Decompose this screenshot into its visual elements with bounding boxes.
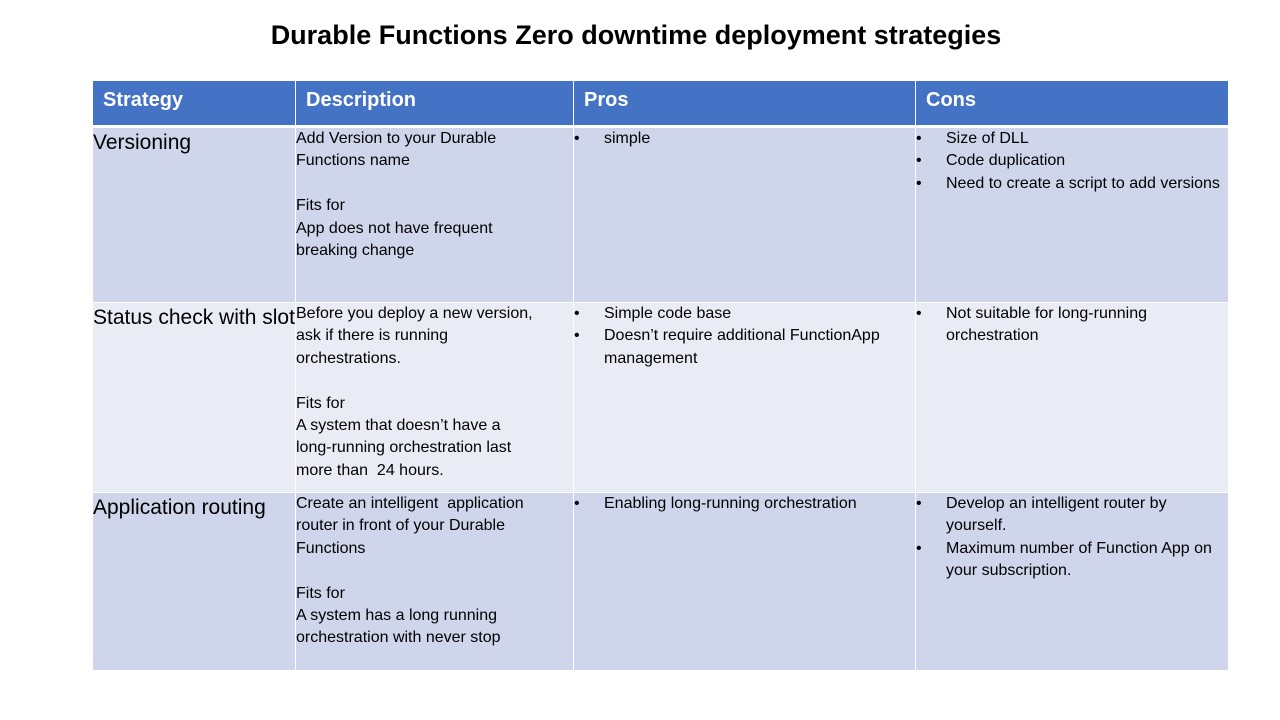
description-line: Create an intelligent application: [296, 495, 524, 512]
description-line: ask if there is running: [296, 327, 449, 345]
pros-item: • Enabling long-running orchestration: [574, 493, 915, 515]
strategy-table: Strategy Description Pros Cons Versionin…: [92, 80, 1229, 671]
cons-list: • Size of DLL • Code duplication • Need to …: [916, 128, 1228, 195]
strategy-cell: Versioning: [92, 126, 296, 303]
cons-item: • Code duplication: [916, 150, 1228, 172]
pros-item: • simple: [574, 128, 915, 150]
slide-title: Durable Functions Zero downtime deployme…: [270, 20, 1002, 50]
pros-item-text: Enabling long-running orchestration: [604, 495, 857, 512]
cons-cell: • Size of DLL • Code duplication • Need to …: [915, 126, 1229, 303]
cons-item: • Develop an intelligent router by yourse…: [916, 493, 1228, 538]
bullet-icon: •: [916, 152, 922, 170]
cons-item-text: Code duplication: [946, 152, 1066, 170]
pros-cell: • simple: [573, 126, 916, 303]
pros-item-text: Simple code base: [604, 305, 732, 322]
strategy-cell: Application routing: [92, 492, 296, 671]
pros-cell: • Enabling long-running orchestration: [573, 492, 916, 671]
description-line: A system that doesn’t have a: [296, 417, 501, 435]
pros-item: • Doesn’t require additional FunctionApp …: [574, 325, 915, 370]
bullet-icon: •: [916, 495, 922, 512]
table-row-versioning: Versioning Add Version to your Durable F…: [92, 126, 1229, 303]
bullet-icon: •: [574, 495, 580, 512]
table-row-application-routing: Application routing Create an intelligen…: [92, 492, 1229, 671]
bullet-icon: •: [916, 130, 922, 147]
description-spacer: [296, 560, 573, 582]
description-cell: Add Version to your Durable Functions na…: [295, 126, 574, 303]
description-spacer: [296, 173, 573, 195]
bullet-icon: •: [574, 327, 580, 345]
header-strategy: Strategy: [92, 80, 296, 128]
description-cell: Create an intelligent application router…: [295, 492, 574, 671]
description-line: Fits for: [296, 394, 345, 412]
pros-list: • Enabling long-running orchestration: [574, 493, 915, 515]
pros-item: • Simple code base: [574, 303, 915, 325]
cons-item: • Size of DLL: [916, 128, 1228, 150]
cons-list: • Not suitable for long-running orchestra…: [916, 303, 1228, 348]
cons-item-text: Need to create a script to add versions: [946, 174, 1220, 192]
description-line: Functions: [296, 539, 366, 557]
description-line: router in front of your Durable: [296, 517, 505, 535]
description-line: orchestrations.: [296, 349, 401, 367]
bullet-icon: •: [574, 130, 580, 147]
description-line: Fits for: [296, 584, 345, 602]
description-line: Before you deploy a new version,: [296, 305, 533, 322]
cons-cell: • Not suitable for long-running orchestra…: [915, 302, 1229, 493]
pros-item-text: simple: [604, 130, 651, 147]
cons-cell: • Develop an intelligent router by yourse…: [915, 492, 1229, 671]
pros-cell: • Simple code base • Doesn’t require addit…: [573, 302, 916, 493]
description-line: long-running orchestration last: [296, 439, 512, 457]
description-line: Functions name: [296, 152, 410, 170]
cons-item: • Not suitable for long-running orchestra…: [916, 303, 1228, 348]
cons-item-text: Size of DLL: [946, 130, 1029, 147]
header-cons: Cons: [915, 80, 1229, 128]
header-row: Strategy Description Pros Cons: [92, 80, 1229, 128]
pros-item-text: Doesn’t require additional FunctionApp m…: [604, 327, 880, 367]
description-line: more than 24 hours.: [296, 461, 444, 479]
description-line: breaking change: [296, 242, 415, 260]
strategy-cell: Status check with slot: [92, 302, 296, 493]
cons-list: • Develop an intelligent router by yourse…: [916, 493, 1228, 583]
pros-list: • simple: [574, 128, 915, 150]
description-line: Fits for: [296, 197, 345, 215]
bullet-icon: •: [574, 305, 580, 322]
cons-item-text: Develop an intelligent router by yoursel…: [946, 495, 1167, 535]
description-line: A system has a long running: [296, 607, 498, 625]
cons-item-text: Maximum number of Function App on your s…: [946, 539, 1212, 580]
header-pros: Pros: [573, 80, 916, 128]
description-cell: Before you deploy a new version, ask if …: [295, 302, 574, 493]
cons-item: • Need to create a script to add versions: [916, 173, 1228, 195]
description-line: App does not have frequent: [296, 219, 493, 237]
table-row-status-check: Status check with slot Before you deploy…: [92, 302, 1229, 493]
bullet-icon: •: [916, 539, 922, 557]
description-line: Add Version to your Durable: [296, 130, 497, 147]
header-description: Description: [295, 80, 574, 128]
bullet-icon: •: [916, 174, 922, 192]
description-line: orchestration with never stop: [296, 629, 501, 647]
pros-list: • Simple code base • Doesn’t require addit…: [574, 303, 915, 370]
description-spacer: [296, 370, 573, 392]
cons-item: • Maximum number of Function App on your …: [916, 538, 1228, 583]
cons-item-text: Not suitable for long-running orchestrat…: [946, 305, 1148, 345]
bullet-icon: •: [916, 305, 922, 322]
